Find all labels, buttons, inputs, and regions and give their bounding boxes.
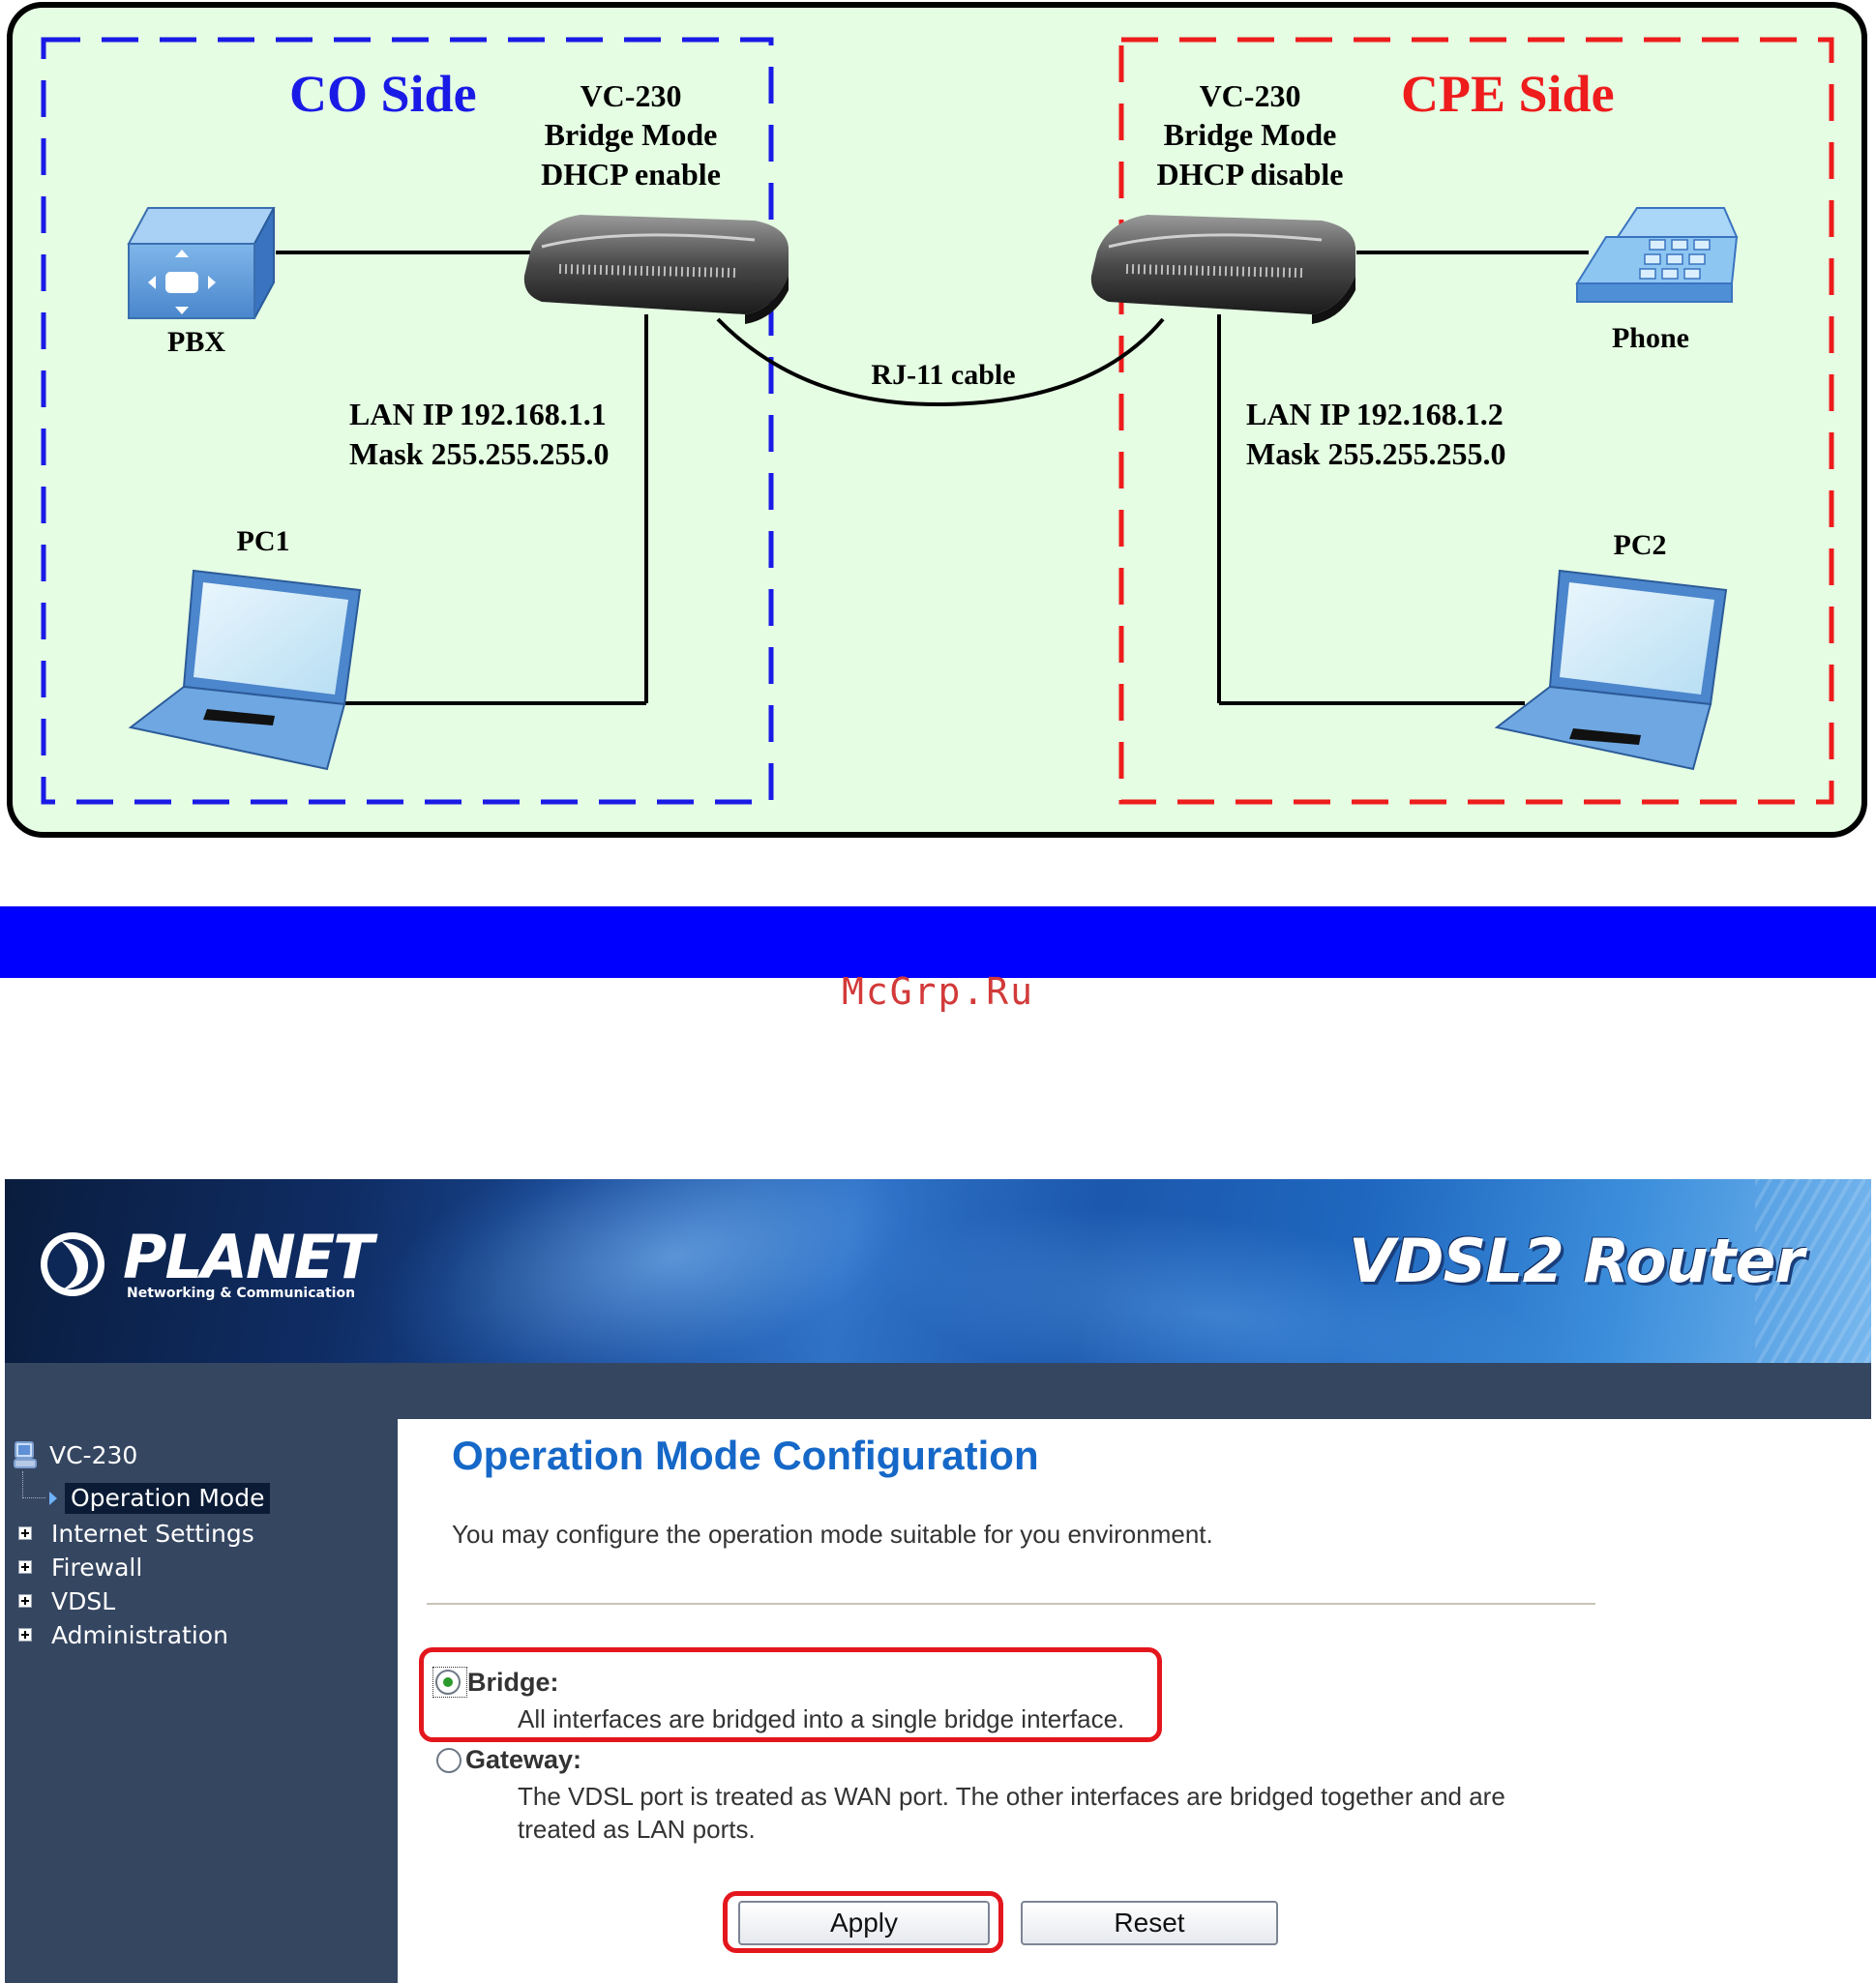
cpe-side-region [1118, 37, 1834, 805]
co-mask: Mask 255.255.255.0 [349, 436, 609, 471]
cpe-device-name: VC-230 [1200, 78, 1301, 113]
sidebar-item-label: Operation Mode [65, 1483, 271, 1514]
co-lan-ip: LAN IP 192.168.1.1 [349, 397, 607, 431]
co-device-name: VC-230 [581, 78, 682, 113]
gateway-description-line2: treated as LAN ports. [518, 1815, 756, 1844]
page-description: You may configure the operation mode sui… [452, 1520, 1213, 1549]
cable-label: RJ-11 cable [871, 359, 1015, 391]
brand-tagline: Networking & Communication [127, 1286, 356, 1301]
apply-highlight-box [723, 1891, 1003, 1953]
expand-plus-icon[interactable] [18, 1526, 32, 1540]
tree-connector [22, 1497, 45, 1499]
diagram-links [276, 251, 1589, 705]
pc1-label: PC1 [237, 525, 290, 557]
section-divider-bar [0, 906, 1876, 978]
gateway-option[interactable]: Gateway: [436, 1745, 581, 1775]
caret-right-icon [49, 1492, 57, 1505]
bridge-description: All interfaces are bridged into a single… [518, 1704, 1125, 1733]
pbx-icon [127, 207, 276, 319]
divider [427, 1603, 1595, 1605]
co-side-region [41, 37, 774, 805]
sidebar-item-operation-mode[interactable]: Operation Mode [49, 1483, 271, 1514]
sidebar-item-label: VDSL [51, 1586, 116, 1615]
brand-name: PLANET [123, 1222, 373, 1292]
planet-logo-icon [41, 1232, 104, 1296]
main-content: Operation Mode Configuration You may con… [398, 1419, 1871, 1983]
apply-button[interactable]: Apply [738, 1901, 990, 1945]
gateway-description-line1: The VDSL port is treated as WAN port. Th… [518, 1782, 1505, 1811]
gateway-label[interactable]: Gateway: [465, 1745, 582, 1774]
diagram-frame [7, 2, 1867, 838]
sidebar-item-label: Administration [51, 1620, 228, 1649]
sidebar-nav: VC-230 Operation Mode Internet Settings … [5, 1419, 398, 1983]
co-side-title: CO Side [289, 65, 477, 123]
header-subbar [5, 1363, 1871, 1419]
tree-root-label: VC-230 [49, 1440, 138, 1469]
router-web-ui: PLANET Networking & Communication VDSL2 … [5, 1179, 1871, 1983]
watermark: McGrp.Ru [841, 970, 1035, 1013]
computer-icon [14, 1441, 37, 1468]
cpe-lan-ip: LAN IP 192.168.1.2 [1246, 397, 1504, 431]
sidebar-item-vdsl[interactable]: VDSL [18, 1585, 115, 1616]
bridge-label[interactable]: Bridge: [467, 1667, 559, 1697]
co-router-icon [523, 215, 789, 324]
bridge-option[interactable]: Bridge: [432, 1667, 559, 1698]
tree-connector [22, 1471, 24, 1498]
reset-button[interactable]: Reset [1021, 1901, 1278, 1945]
phone-label: Phone [1612, 322, 1689, 354]
sidebar-item-label: Firewall [51, 1553, 143, 1582]
product-title: VDSL2 Router [1349, 1226, 1804, 1296]
network-diagram: CO Side VC-230 Bridge Mode DHCP enable P… [7, 2, 1867, 838]
sidebar-item-administration[interactable]: Administration [18, 1619, 228, 1650]
cpe-device-mode: Bridge Mode [1164, 117, 1337, 152]
phone-icon [1575, 207, 1739, 303]
expand-plus-icon[interactable] [18, 1628, 32, 1642]
expand-plus-icon[interactable] [18, 1594, 32, 1608]
radio-focus-ring [432, 1667, 467, 1698]
bridge-highlight-box [419, 1647, 1162, 1742]
pbx-label: PBX [167, 326, 225, 358]
cpe-mask: Mask 255.255.255.0 [1246, 436, 1505, 471]
cpe-router-icon [1090, 215, 1355, 324]
expand-plus-icon[interactable] [18, 1560, 32, 1574]
sidebar-item-internet-settings[interactable]: Internet Settings [18, 1518, 254, 1549]
pc2-laptop-icon [1494, 569, 1728, 771]
tree-root-vc230[interactable]: VC-230 [13, 1438, 137, 1471]
co-device-dhcp: DHCP enable [541, 157, 721, 192]
gateway-radio[interactable] [436, 1747, 462, 1773]
pc2-label: PC2 [1614, 529, 1667, 561]
cpe-side-title: CPE Side [1401, 65, 1615, 123]
sidebar-item-label: Internet Settings [51, 1519, 254, 1548]
co-device-mode: Bridge Mode [545, 117, 718, 152]
bridge-radio[interactable] [435, 1670, 461, 1695]
cpe-device-dhcp: DHCP disable [1157, 157, 1344, 192]
page-title: Operation Mode Configuration [452, 1433, 1039, 1478]
pc1-laptop-icon [128, 569, 362, 771]
sidebar-item-firewall[interactable]: Firewall [18, 1552, 142, 1583]
header-banner: PLANET Networking & Communication VDSL2 … [5, 1179, 1871, 1363]
